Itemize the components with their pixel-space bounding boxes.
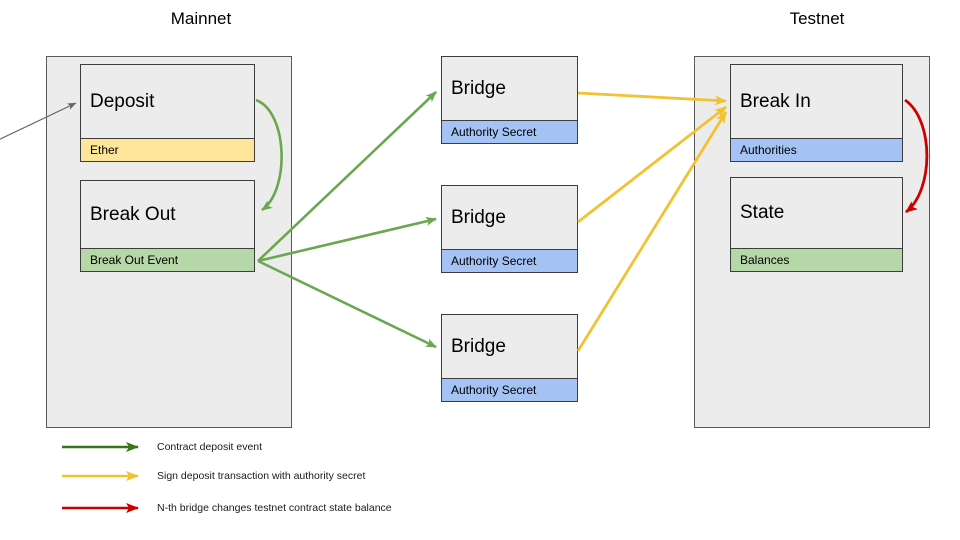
- mainnet-title: Mainnet: [170, 9, 232, 28]
- node-deposit[interactable]: Deposit Ether: [80, 64, 255, 162]
- node-bridge-2-title: Bridge: [442, 186, 577, 249]
- node-bridge-1-title: Bridge: [442, 57, 577, 120]
- legend-label-nth-bridge-changes-state: N-th bridge changes testnet contract sta…: [157, 502, 392, 514]
- node-bridge-3-footer: Authority Secret: [442, 378, 577, 401]
- node-break-in[interactable]: Break In Authorities: [730, 64, 903, 162]
- node-deposit-title: Deposit: [81, 65, 254, 138]
- node-bridge-3[interactable]: Bridge Authority Secret: [441, 314, 578, 402]
- node-bridge-3-title: Bridge: [442, 315, 577, 378]
- node-bridge-1-footer: Authority Secret: [442, 120, 577, 143]
- legend-label-sign-deposit-transaction: Sign deposit transaction with authority …: [157, 470, 366, 482]
- node-bridge-2[interactable]: Bridge Authority Secret: [441, 185, 578, 273]
- node-state-title: State: [731, 178, 902, 248]
- node-break-in-footer: Authorities: [731, 138, 902, 161]
- node-deposit-footer: Ether: [81, 138, 254, 161]
- node-state[interactable]: State Balances: [730, 177, 903, 272]
- node-break-out-footer: Break Out Event: [81, 248, 254, 271]
- node-bridge-1[interactable]: Bridge Authority Secret: [441, 56, 578, 144]
- node-break-out[interactable]: Break Out Break Out Event: [80, 180, 255, 272]
- testnet-title: Testnet: [789, 9, 845, 28]
- node-bridge-2-footer: Authority Secret: [442, 249, 577, 272]
- legend-label-contract-deposit-event: Contract deposit event: [157, 441, 263, 453]
- node-break-out-title: Break Out: [81, 181, 254, 248]
- node-state-footer: Balances: [731, 248, 902, 271]
- node-break-in-title: Break In: [731, 65, 902, 138]
